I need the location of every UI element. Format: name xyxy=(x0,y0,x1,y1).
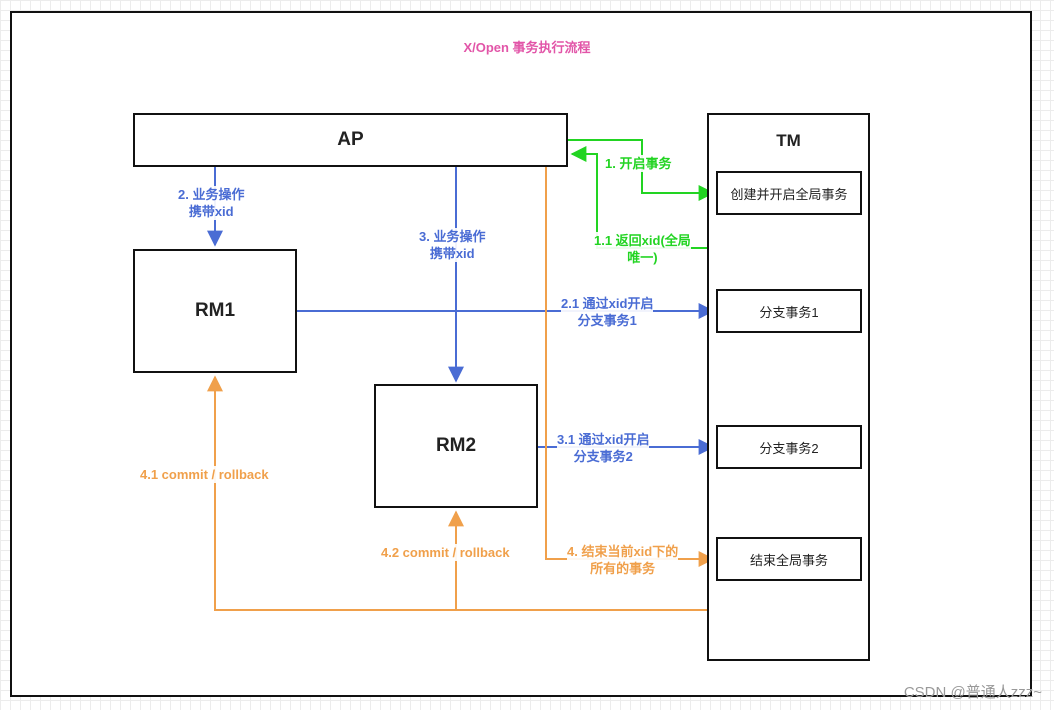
end-global-box: 结束全局事务 xyxy=(716,537,862,581)
label-branch2: 3.1 通过xid开启 分支事务2 xyxy=(557,431,650,465)
label-op-rm2: 3. 业务操作 携带xid xyxy=(419,228,486,262)
label-commit-rm1: 4.1 commit / rollback xyxy=(140,466,269,483)
branch1-label: 分支事务1 xyxy=(759,304,819,320)
watermark: CSDN @普通人zzz~ xyxy=(903,684,1042,701)
label-start-tx: 1. 开启事务 xyxy=(605,155,672,172)
rm2-label: RM2 xyxy=(435,435,477,456)
branch2-label: 分支事务2 xyxy=(759,440,819,456)
rm2-box: RM2 xyxy=(374,384,538,508)
label-return-xid: 1.1 返回xid(全局 唯一) xyxy=(594,232,691,266)
label-branch1: 2.1 通过xid开启 分支事务1 xyxy=(561,295,654,329)
rm1-label: RM1 xyxy=(194,300,236,321)
diagram-title: X/Open 事务执行流程 xyxy=(463,40,591,55)
create-global-label: 创建并开启全局事务 xyxy=(730,186,848,202)
branch1-box: 分支事务1 xyxy=(716,289,862,333)
branch2-box: 分支事务2 xyxy=(716,425,862,469)
label-commit-rm2: 4.2 commit / rollback xyxy=(381,544,510,561)
end-global-label: 结束全局事务 xyxy=(749,552,828,568)
ap-box: AP xyxy=(133,113,568,167)
label-op-rm1: 2. 业务操作 携带xid xyxy=(178,186,245,220)
edge-end-all xyxy=(545,167,715,567)
label-end-all: 4. 结束当前xid下的 所有的事务 xyxy=(567,543,679,577)
rm1-box: RM1 xyxy=(133,249,297,373)
create-global-box: 创建并开启全局事务 xyxy=(716,171,862,215)
ap-label: AP xyxy=(337,129,364,150)
tm-label: TM xyxy=(776,131,801,150)
